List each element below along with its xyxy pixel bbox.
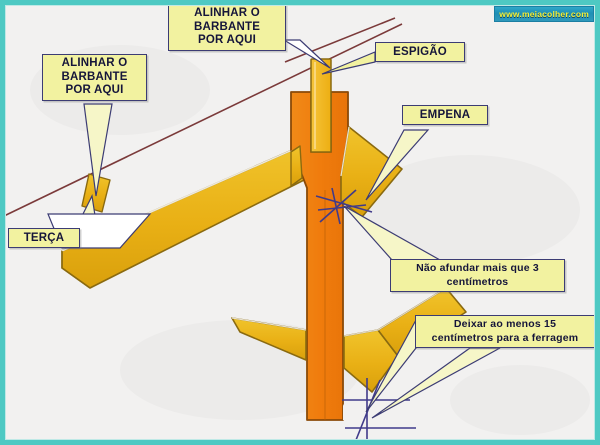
label-line: EMPENA xyxy=(419,109,471,121)
label-align-string-left: ALINHAR O BARBANTE POR AQUI xyxy=(42,54,147,101)
label-line: BARBANTE xyxy=(61,70,128,83)
label-espigao: ESPIGÃO xyxy=(375,42,465,62)
label-line: ALINHAR O xyxy=(61,57,128,69)
label-align-string-top: ALINHAR O BARBANTE POR AQUI xyxy=(168,4,286,51)
marker-upper-crosshair xyxy=(315,187,373,225)
label-line: ESPIGÃO xyxy=(393,46,447,58)
label-line: centímetros para a ferragem xyxy=(431,331,579,344)
label-empena: EMPENA xyxy=(402,105,488,125)
label-terca: TERÇA xyxy=(8,228,80,248)
label-depth-limit: Não afundar mais que 3 centímetros xyxy=(390,259,565,292)
label-line: centímetros xyxy=(446,275,509,288)
watermark: www.meiacolher.com xyxy=(494,6,594,22)
label-line: POR AQUI xyxy=(65,84,124,96)
string-lines xyxy=(3,17,403,217)
string-line-upper xyxy=(284,17,396,63)
label-line: Deixar ao menos 15 xyxy=(453,318,557,330)
left-upper-brace xyxy=(290,145,303,187)
lower-left-brace xyxy=(231,317,307,361)
label-line: TERÇA xyxy=(23,232,65,244)
label-line: POR AQUI xyxy=(197,34,257,46)
callout-tails xyxy=(72,39,501,419)
label-hardware-clearance: Deixar ao menos 15 centímetros para a fe… xyxy=(415,315,595,348)
label-line: ALINHAR O xyxy=(194,7,260,19)
string-line-main xyxy=(3,23,403,217)
label-line: BARBANTE xyxy=(193,20,261,33)
label-line: Não afundar mais que 3 xyxy=(416,262,539,274)
